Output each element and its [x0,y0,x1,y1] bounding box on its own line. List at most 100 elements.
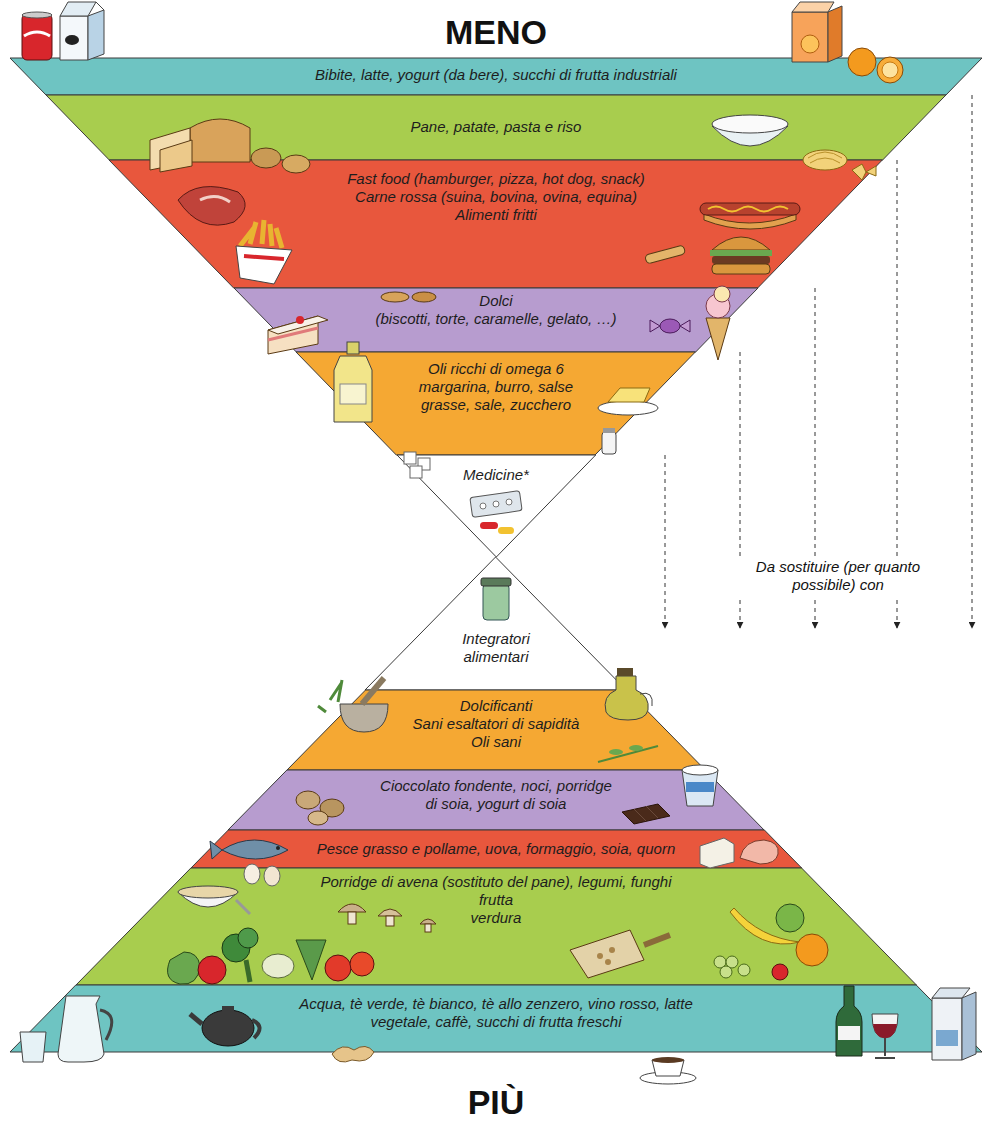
pasta [852,164,876,180]
fish [222,840,288,859]
fruit [720,966,732,978]
oil-bottle [334,356,372,422]
teapot [202,1010,254,1046]
fruit [796,934,828,966]
herbs-mortar [362,678,384,704]
oranges [882,62,898,78]
plant-milk-carton [932,988,976,1060]
vegetables [296,940,326,980]
band-text: Medicine* [426,466,566,484]
water-glass [20,1032,46,1062]
text-group: Integratori alimentari [441,630,551,666]
teapot [252,1020,260,1038]
milk-carton [60,2,104,60]
candy [650,319,690,333]
legumes-scoop [570,930,644,978]
fries [236,220,292,284]
pyramid-bottom-title: PIÙ [0,1080,992,1125]
potatoes [251,148,281,168]
bread [160,140,192,172]
pasta [803,150,847,170]
wine-bottle [836,986,862,1056]
band-outline [365,557,626,690]
milk-carton [88,10,104,60]
salt-shaker [603,428,615,433]
oil-cruet [617,668,633,676]
band-text: Dolcificanti [376,697,616,715]
wine-glass [872,1014,898,1058]
substitution-arrow [815,288,816,628]
supplement-jar [483,584,509,620]
wine-glass [872,1014,898,1038]
mushrooms [348,912,356,924]
hot-dog [700,203,800,215]
potatoes [251,148,310,173]
band-text: Porridge di avena (sostituto del pane), … [236,873,756,891]
soy-yogurt [682,765,718,806]
vegetables [168,952,200,984]
juice-carton [828,6,842,62]
milk-carton [96,2,104,10]
band-outline [191,830,802,868]
text-group: Medicine* [426,466,566,484]
herb-sprig [609,749,623,755]
band-text: Integratori alimentari [441,630,551,666]
fish [210,841,222,859]
pills [470,491,522,534]
hot-dog [704,214,796,229]
mushrooms [420,919,436,924]
vegetables [246,960,250,982]
fries [244,256,284,259]
text-group: Bibite, latte, yogurt (da bere), succhi … [146,66,846,84]
wine-glass [873,1024,897,1038]
vegetables [325,955,351,981]
band-text: Dolci [306,292,686,310]
juice-carton [801,35,819,53]
oil-bottle [347,342,359,354]
pills [493,501,499,507]
snack [645,245,686,264]
rice-bowl [712,115,788,133]
soda-can [22,14,52,60]
text-group: Porridge di avena (sostituto del pane), … [236,873,756,927]
teapot [222,1006,234,1012]
cookies [381,292,436,302]
oil-cruet [640,693,652,706]
teapot [190,1006,260,1046]
sugar-cubes [404,452,416,464]
drinks-band: Bibite, latte, yogurt (da bere), succhi … [10,58,982,95]
pills [480,522,498,529]
cake [296,316,304,324]
burger [710,237,772,274]
band-text: margarina, burro, salse grasse, sale, zu… [403,378,588,414]
water-jug [58,996,104,1062]
band-outline [228,770,764,830]
milk-carton [65,35,79,45]
vegetables [198,956,226,984]
rice-bowl [712,115,788,146]
band-text: Bibite, latte, yogurt (da bere), succhi … [146,66,846,84]
band-text: Cioccolato fondente, noci, porridge di s… [378,777,613,813]
ginger [332,1046,374,1062]
milk-carton [60,2,96,16]
porridge-bowl [178,886,238,898]
oranges [877,57,903,83]
oil-cruet [605,668,652,720]
text-group: DolcificantiSani esaltatori di sapiditàO… [376,697,616,751]
candy [650,320,690,332]
fruit [738,964,750,976]
porridge-bowl [178,886,250,914]
potatoes [282,155,310,173]
steak [200,196,230,202]
herb-sprig [629,745,643,751]
chicken [740,840,778,864]
band-outline [296,352,695,455]
band-text: Oli ricchi di omega 6 [403,360,588,378]
vegetables [168,928,374,984]
band-text: Carne rossa (suina, bovina, ovina, equin… [236,188,756,206]
soda-can [22,12,52,60]
soy-yogurt [686,782,714,792]
